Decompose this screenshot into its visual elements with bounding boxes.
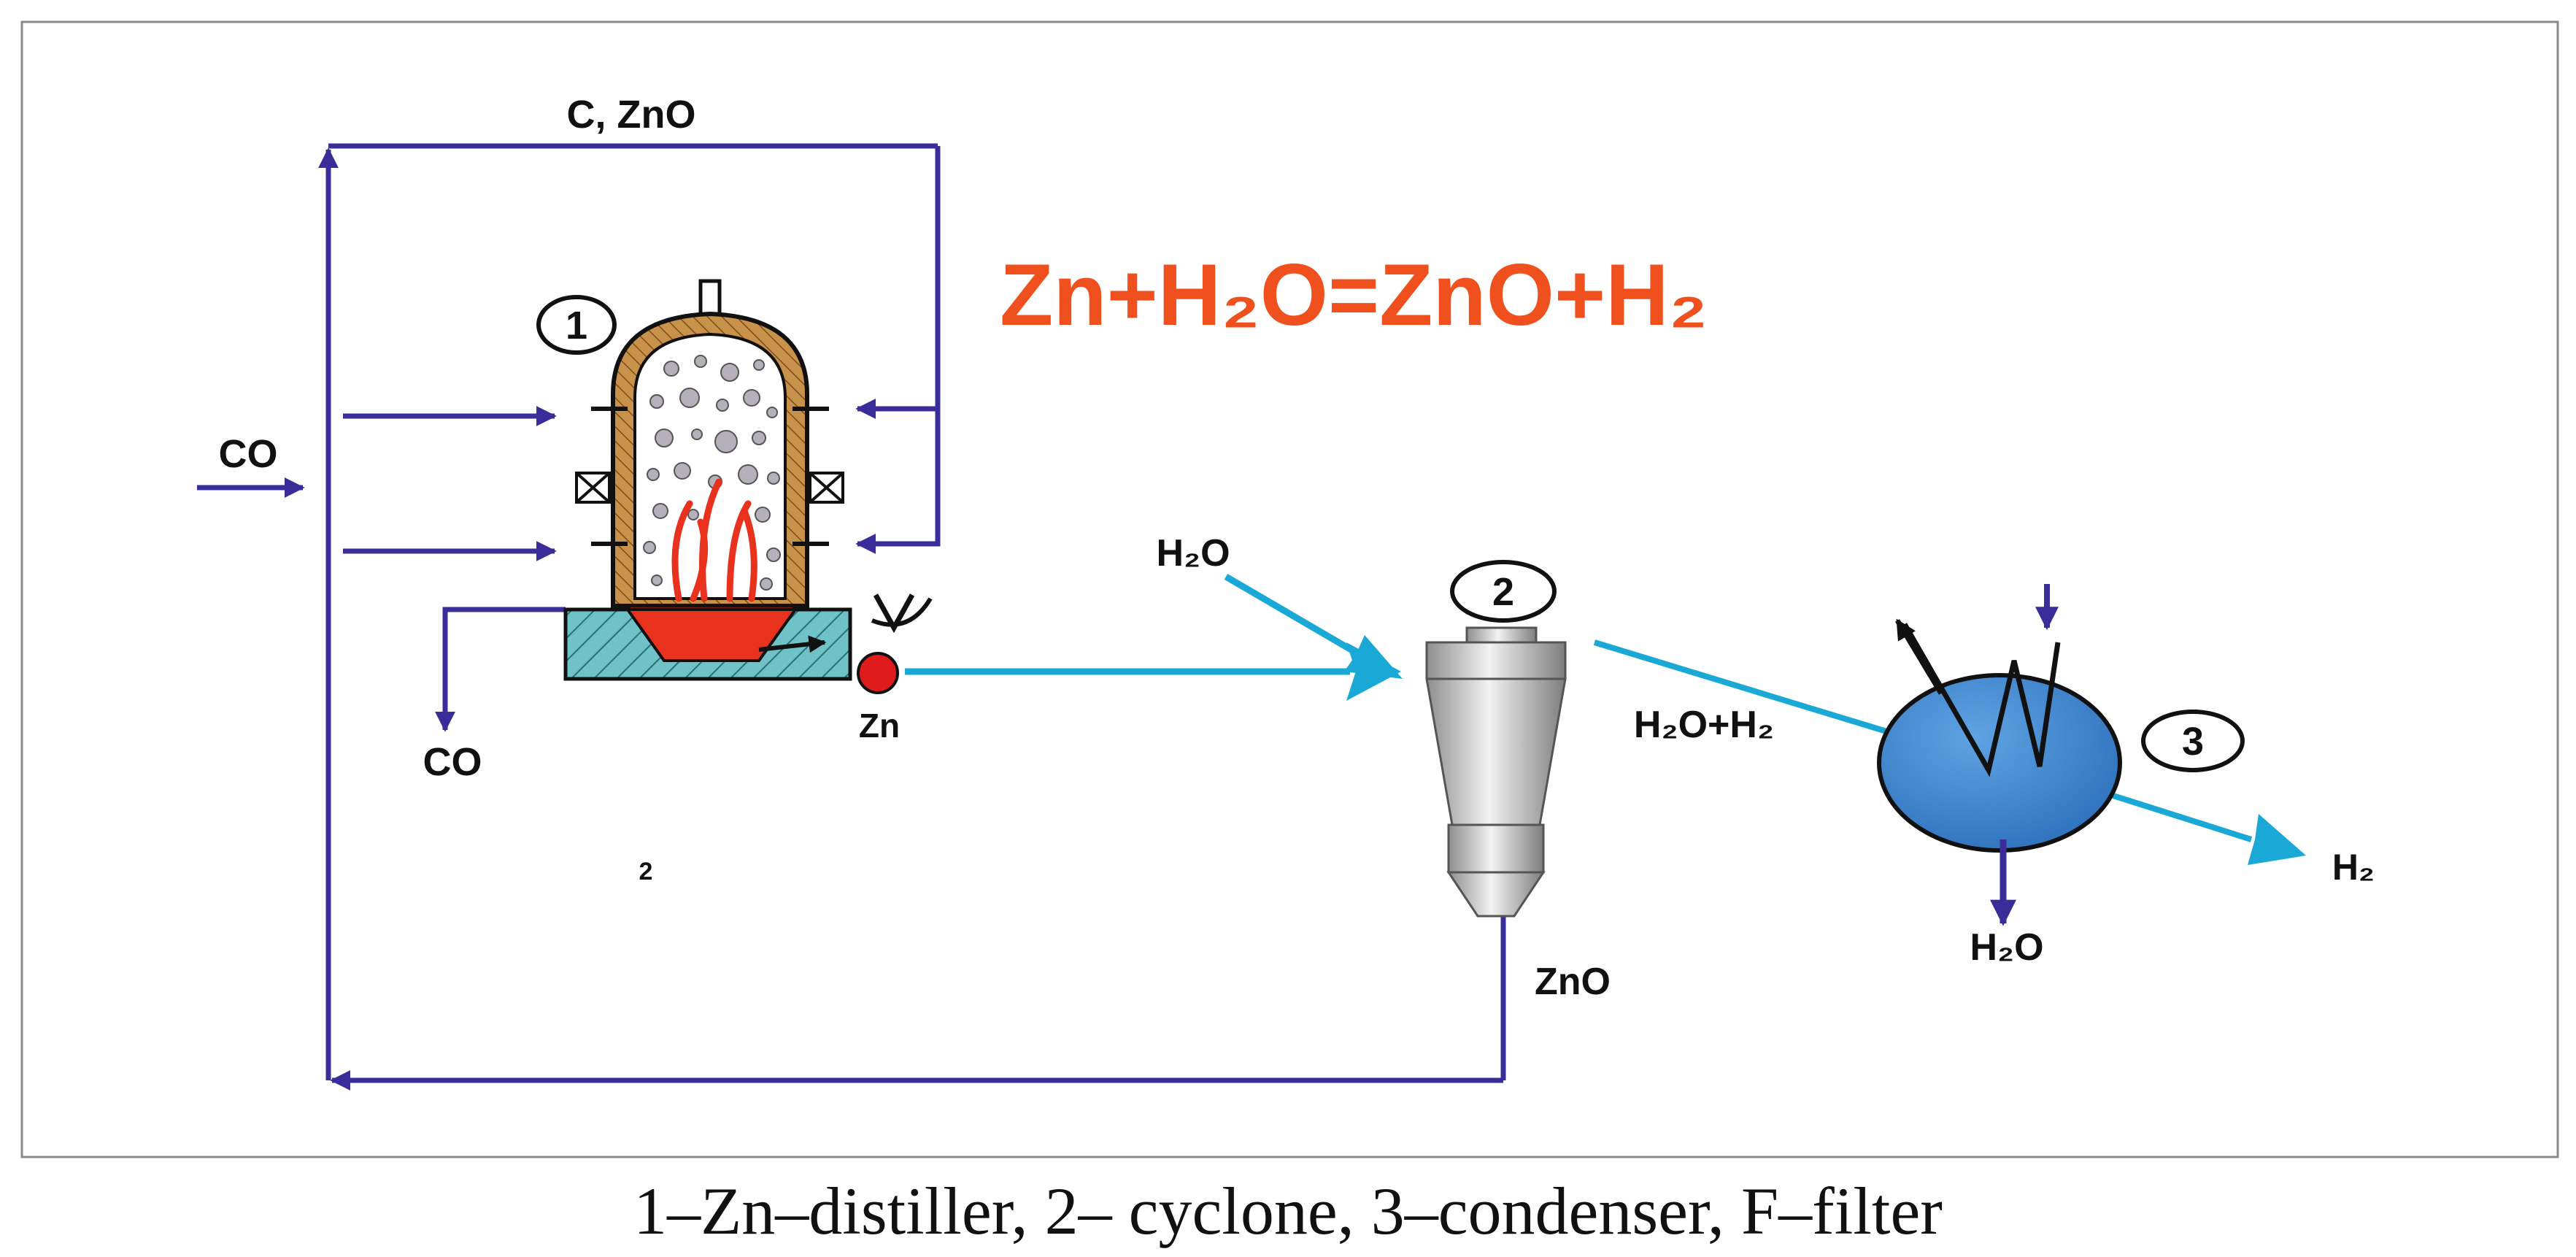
drop-arrow-icon [873, 593, 915, 634]
condenser-body [1877, 673, 2122, 853]
condenser-vent-arrow [1894, 618, 1944, 695]
cooling-coil [1902, 623, 2061, 777]
distiller-pellets [643, 355, 781, 591]
distiller-flames [671, 478, 757, 602]
process-flows [905, 574, 2306, 865]
marker-1: 1 [536, 295, 617, 355]
top-recycle-line [857, 146, 941, 547]
recycle-pipes [197, 143, 1506, 1091]
tap-arrow [758, 635, 827, 653]
label-co-in: CO [219, 432, 278, 476]
valve-right [809, 472, 844, 504]
condenser [1877, 584, 2122, 926]
distiller-hearth-cover [625, 608, 798, 662]
reaction-equation: Zn+H₂O=ZnO+H₂ [1000, 246, 1708, 344]
cyclone-to-condenser-line [1593, 639, 1895, 737]
zn-outlet-dot [857, 652, 899, 694]
label-top-feed: C, ZnO [567, 93, 696, 137]
label-h2o-out: H₂O [1970, 926, 2043, 969]
label-h2o-in: H₂O [1156, 532, 1230, 574]
figure-caption: 1–Zn–distiller, 2– cyclone, 3–condenser,… [633, 1174, 1943, 1248]
distiller-interior [633, 332, 787, 600]
label-stray: 2 [639, 858, 653, 885]
label-h2-out: H₂ [2332, 847, 2375, 888]
marker-3-label: 3 [2182, 720, 2204, 764]
label-h2o-h2: H₂O+H₂ [1634, 704, 1774, 746]
figure-frame [20, 20, 2559, 1158]
label-co-out: CO [423, 740, 482, 784]
cyclone [1425, 626, 1567, 918]
marker-2-label: 2 [1492, 570, 1514, 614]
label-zno-out: ZnO [1535, 961, 1611, 1003]
rotation-arrow-icon [871, 597, 933, 627]
co-out-line [435, 607, 566, 732]
zn-distiller [563, 279, 933, 681]
h2-out-arrowhead [2248, 814, 2306, 865]
condenser-to-h2-line [2100, 789, 2253, 842]
marker-1-label: 1 [566, 304, 587, 347]
label-zn: Zn [859, 707, 900, 745]
h2o-feed-arrowhead [1344, 635, 1403, 679]
marker-3: 3 [2141, 710, 2245, 772]
marker-2: 2 [1450, 560, 1557, 623]
h2o-feed-line [1224, 574, 1360, 656]
valve-left [575, 472, 611, 504]
